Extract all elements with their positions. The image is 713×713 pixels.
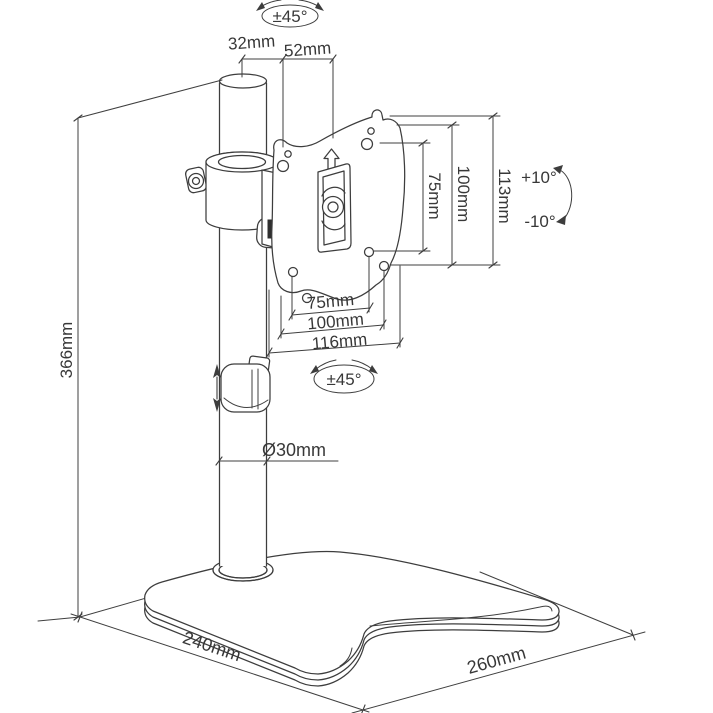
keyhole-neck [367, 127, 375, 135]
label-pole-diameter: Ø30mm [262, 440, 326, 460]
swivel-arc-right [298, 0, 319, 7]
keyhole-slot-right [360, 127, 375, 151]
dim-ticks [238, 54, 337, 64]
dim-line-100h [280, 324, 384, 335]
keyhole-circle [276, 159, 290, 173]
floor-edge-right [479, 571, 634, 636]
dimension-top-group: ±45° 32mm 52mm [227, 0, 337, 148]
dim-ticks [265, 302, 404, 359]
cable-clip [213, 355, 271, 413]
pivot-circle [321, 195, 345, 219]
dim-line-240 [70, 613, 370, 713]
label-vesa-horizontal-75: 75mm [306, 290, 355, 313]
swivel-arc-left [315, 359, 337, 370]
keyhole-slot-left [276, 150, 292, 173]
pole-boss-front-arc-inner [218, 569, 268, 579]
swivel-ellipse-mid [313, 364, 375, 394]
label-height-366: 366mm [57, 322, 76, 379]
swivel-ellipse-top [261, 4, 319, 28]
vesa-hole [301, 292, 313, 304]
swivel-arrowhead-left [256, 2, 265, 11]
label-swivel-top: ±45° [272, 7, 307, 26]
base-inner-detail [369, 605, 553, 627]
slide-arrow-up [213, 364, 221, 378]
pole-cross-section [217, 154, 267, 170]
label-vesa-vertical-100: 100mm [454, 166, 473, 223]
keyhole-neck [284, 150, 292, 158]
label-dim-116: 116mm [311, 330, 368, 354]
height-slide-arrows-icon [213, 364, 221, 412]
swivel-arc-right [351, 359, 373, 370]
clip-body [220, 363, 271, 413]
label-dim-52: 52mm [283, 38, 331, 60]
clip-front-curve [223, 397, 269, 408]
dim-ticks [77, 611, 636, 713]
label-dim-32: 32mm [227, 31, 275, 53]
swivel-arrowhead-left [310, 365, 319, 374]
base-hook-detail [339, 647, 353, 667]
pivot-center [327, 201, 339, 213]
dimension-right-group: 75mm 100mm 113mm [373, 112, 514, 269]
tilt-wedge-top [321, 186, 346, 197]
vesa-plate [271, 109, 406, 304]
tilt-mechanism [317, 163, 352, 253]
swivel-arrowhead-right [315, 2, 324, 11]
dimension-pole-diameter-group: Ø30mm [215, 440, 339, 466]
dim-ticks [418, 112, 498, 269]
vesa-hole [363, 246, 375, 258]
pole [212, 73, 274, 582]
mechanism-inner-frame [322, 170, 346, 246]
label-swivel-mid: ±45° [326, 370, 361, 389]
swivel-arrowhead-right [369, 365, 378, 374]
vesa-hole [287, 266, 299, 278]
label-tilt-up: +10° [521, 168, 557, 187]
slide-arrow-down [213, 398, 221, 412]
tilt-angle-group: +10° -10° [521, 165, 573, 231]
keyhole-circle [360, 137, 374, 151]
clamp-knob-center [191, 176, 201, 186]
dimension-bottom-plate-group: 75mm 100mm 116mm ±45° [265, 256, 404, 394]
label-tilt-down: -10° [524, 212, 555, 231]
dim-line-260 [351, 631, 646, 713]
pole-top-cap [218, 73, 268, 89]
tilt-arrowhead-down [556, 215, 566, 225]
ext-line-top [77, 79, 223, 119]
label-dim-113: 113mm [495, 168, 514, 223]
dim-line-116 [268, 342, 401, 354]
base-top-surface [144, 550, 560, 675]
label-vesa-horizontal-100: 100mm [306, 310, 364, 334]
pole-boss-front-arc [212, 569, 274, 582]
tilt-arc [559, 169, 573, 221]
tilt-arrowhead-up [553, 165, 563, 174]
vesa-hole [378, 260, 390, 272]
tilt-wedge-bottom [321, 220, 346, 231]
dim-line-75h [291, 307, 371, 316]
swivel-arc-left [261, 0, 282, 7]
base [144, 550, 560, 687]
label-vesa-vertical-75: 75mm [425, 172, 444, 219]
clamp-knob-face [187, 172, 205, 190]
dimension-height-group: 366mm [57, 79, 223, 621]
dim-ticks [215, 456, 271, 466]
